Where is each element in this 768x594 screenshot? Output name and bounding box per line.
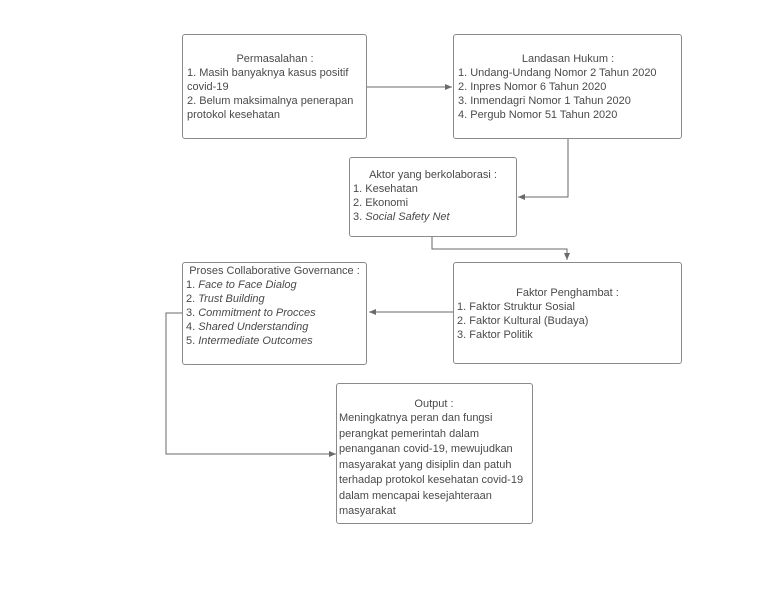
permasalahan-title: Permasalahan :	[236, 53, 314, 65]
proses-item-number: 2.	[186, 293, 199, 305]
landasan-hukum-item: 2. Inpres Nomor 6 Tahun 2020	[458, 81, 607, 93]
faktor-penghambat-box: Faktor Penghambat : 1. Faktor Struktur S…	[453, 262, 682, 364]
output-title: Output :	[414, 398, 454, 410]
faktor-penghambat-title: Faktor Penghambat :	[516, 287, 619, 299]
faktor-penghambat-item: 1. Faktor Struktur Sosial	[457, 301, 575, 313]
landasan-hukum-item: 1. Undang-Undang Nomor 2 Tahun 2020	[458, 67, 657, 79]
aktor-title: Aktor yang berkolaborasi :	[369, 169, 497, 181]
connector-aktor-faktor	[431, 236, 570, 260]
proses-item: 1. Face to Face Dialog	[186, 278, 363, 292]
proses-item-text: Face to Face Dialog	[198, 279, 297, 291]
output-box: Output : Meningkatnya peran dan fungsi p…	[336, 383, 533, 524]
aktor-item: 2. Ekonomi	[353, 196, 513, 210]
proses-item: 5. Intermediate Outcomes	[186, 334, 363, 348]
proses-item-number: 1.	[186, 279, 199, 291]
proses-item: 2. Trust Building	[186, 292, 363, 306]
landasan-hukum-item: 4. Pergub Nomor 51 Tahun 2020	[458, 109, 618, 121]
connector-proses-output	[165, 312, 336, 457]
proses-item-number: 4.	[186, 321, 199, 333]
permasalahan-item: 1. Masih banyaknya kasus positif covid-1…	[187, 67, 349, 93]
aktor-item-number: 2.	[353, 197, 366, 209]
aktor-item: 1. Kesehatan	[353, 182, 513, 196]
proses-box: Proses Collaborative Governance : 1. Fac…	[182, 262, 367, 365]
aktor-item-number: 1.	[353, 183, 366, 195]
permasalahan-box: Permasalahan : 1. Masih banyaknya kasus …	[182, 34, 367, 139]
proses-item-text: Trust Building	[198, 293, 265, 305]
aktor-item: 3. Social Safety Net	[353, 210, 513, 224]
proses-item-number: 3.	[186, 307, 199, 319]
aktor-item-text: Social Safety Net	[365, 211, 450, 223]
proses-item: 4. Shared Understanding	[186, 320, 363, 334]
landasan-hukum-title: Landasan Hukum :	[521, 53, 615, 65]
output-text: Meningkatnya peran dan fungsi perangkat …	[339, 412, 524, 517]
aktor-item-number: 3.	[353, 211, 366, 223]
proses-item-text: Commitment to Procces	[198, 307, 316, 319]
proses-item-text: Shared Understanding	[198, 321, 309, 333]
landasan-hukum-item: 3. Inmendagri Nomor 1 Tahun 2020	[458, 95, 631, 107]
proses-item: 3. Commitment to Procces	[186, 306, 363, 320]
aktor-item-text: Ekonomi	[365, 197, 409, 209]
aktor-box: Aktor yang berkolaborasi : 1. Kesehatan …	[349, 157, 517, 237]
proses-item-text: Intermediate Outcomes	[198, 335, 313, 347]
connector-landasan-aktor	[518, 139, 569, 200]
permasalahan-item: 2. Belum maksimalnya penerapan protokol …	[187, 95, 354, 121]
faktor-penghambat-item: 3. Faktor Politik	[457, 329, 533, 341]
landasan-hukum-box: Landasan Hukum : 1. Undang-Undang Nomor …	[453, 34, 682, 139]
faktor-penghambat-item: 2. Faktor Kultural (Budaya)	[457, 315, 589, 327]
proses-title: Proses Collaborative Governance :	[189, 265, 360, 277]
proses-item-number: 5.	[186, 335, 199, 347]
aktor-item-text: Kesehatan	[365, 183, 418, 195]
